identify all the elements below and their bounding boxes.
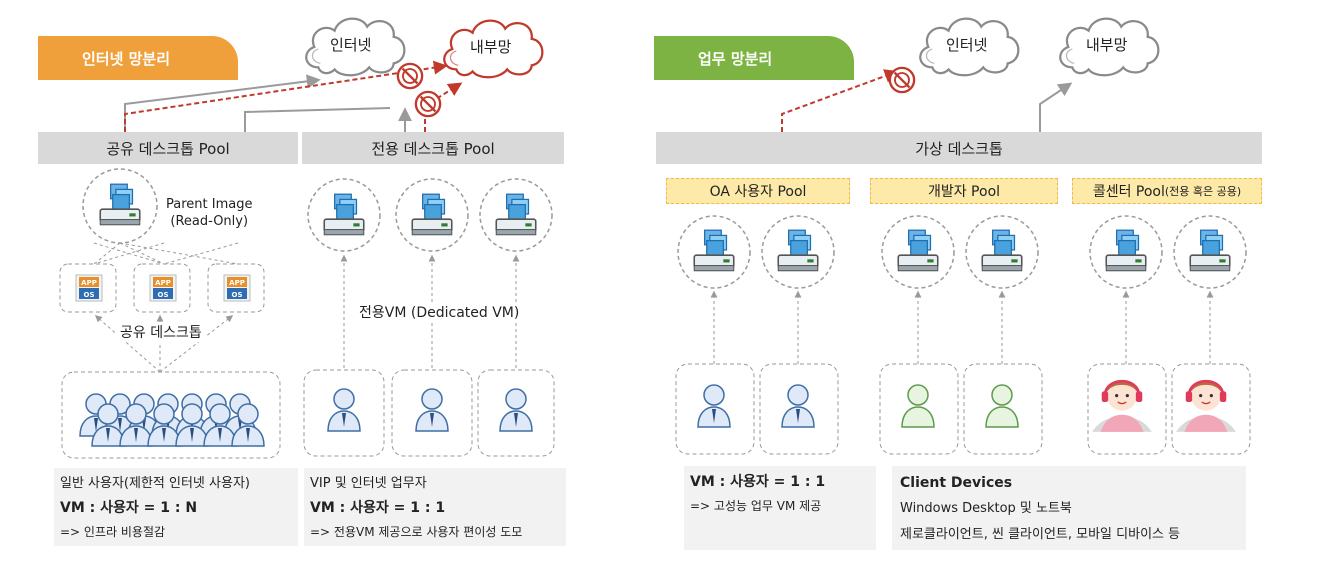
user-icon xyxy=(324,380,364,436)
tag-work-separation: 업무 망분리 xyxy=(654,36,854,80)
tag-internet-separation: 인터넷 망분리 xyxy=(38,36,238,80)
users-group-icon xyxy=(79,393,265,447)
app-os-icon xyxy=(222,272,252,304)
shared-description: 일반 사용자(제한적 인터넷 사용자) VM : 사용자 = 1 : N => … xyxy=(54,468,298,546)
pool-call: 콜센터 Pool(전용 혹은 공용) xyxy=(1072,178,1262,204)
agent-icon xyxy=(1090,370,1154,434)
server-icon xyxy=(976,228,1028,274)
cloud-internet-label: 인터넷 xyxy=(946,36,988,54)
server-icon xyxy=(490,192,542,238)
user-icon xyxy=(778,376,818,432)
client-devices-description: Client Devices Windows Desktop 및 노트북 제로클… xyxy=(892,466,1246,550)
shared-pool-bar: 공유 데스크톱 Pool xyxy=(38,132,298,164)
user-icon xyxy=(694,376,734,432)
server-icon xyxy=(772,228,824,274)
app-os-icon xyxy=(74,272,104,304)
agent-icon xyxy=(1174,370,1238,434)
dedicated-description: VIP 및 인터넷 업무자 VM : 사용자 = 1 : 1 => 전용VM 제… xyxy=(304,468,566,546)
server-icon xyxy=(1184,228,1236,274)
user-icon xyxy=(496,380,536,436)
server-icon xyxy=(688,228,740,274)
server-icon xyxy=(94,182,146,228)
cloud-internal-label: 내부망 xyxy=(470,38,512,56)
cloud-internet-label: 인터넷 xyxy=(330,36,372,54)
user-icon xyxy=(982,376,1022,432)
server-icon xyxy=(318,192,370,238)
vm-description: VM : 사용자 = 1 : 1 => 고성능 업무 VM 제공 xyxy=(684,466,876,550)
blocked-icon xyxy=(888,66,916,94)
user-icon xyxy=(412,380,452,436)
app-os-icon xyxy=(148,272,178,304)
pool-dev: 개발자 Pool xyxy=(870,178,1058,204)
parent-image-label: Parent Image (Read-Only) xyxy=(166,197,253,229)
pool-oa: OA 사용자 Pool xyxy=(666,178,850,204)
user-icon xyxy=(898,376,938,432)
blocked-icon xyxy=(396,62,424,90)
cloud-internal-label: 내부망 xyxy=(1086,36,1128,54)
server-icon xyxy=(892,228,944,274)
virtual-desktop-bar: 가상 데스크톱 xyxy=(656,132,1262,164)
shared-desktop-label: 공유 데스크톱 xyxy=(116,322,206,342)
dedicated-vm-label: 전용VM (Dedicated VM) xyxy=(356,302,523,322)
dedicated-pool-bar: 전용 데스크톱 Pool xyxy=(302,132,564,164)
server-icon xyxy=(1100,228,1152,274)
blocked-icon xyxy=(414,90,442,118)
server-icon xyxy=(406,192,458,238)
